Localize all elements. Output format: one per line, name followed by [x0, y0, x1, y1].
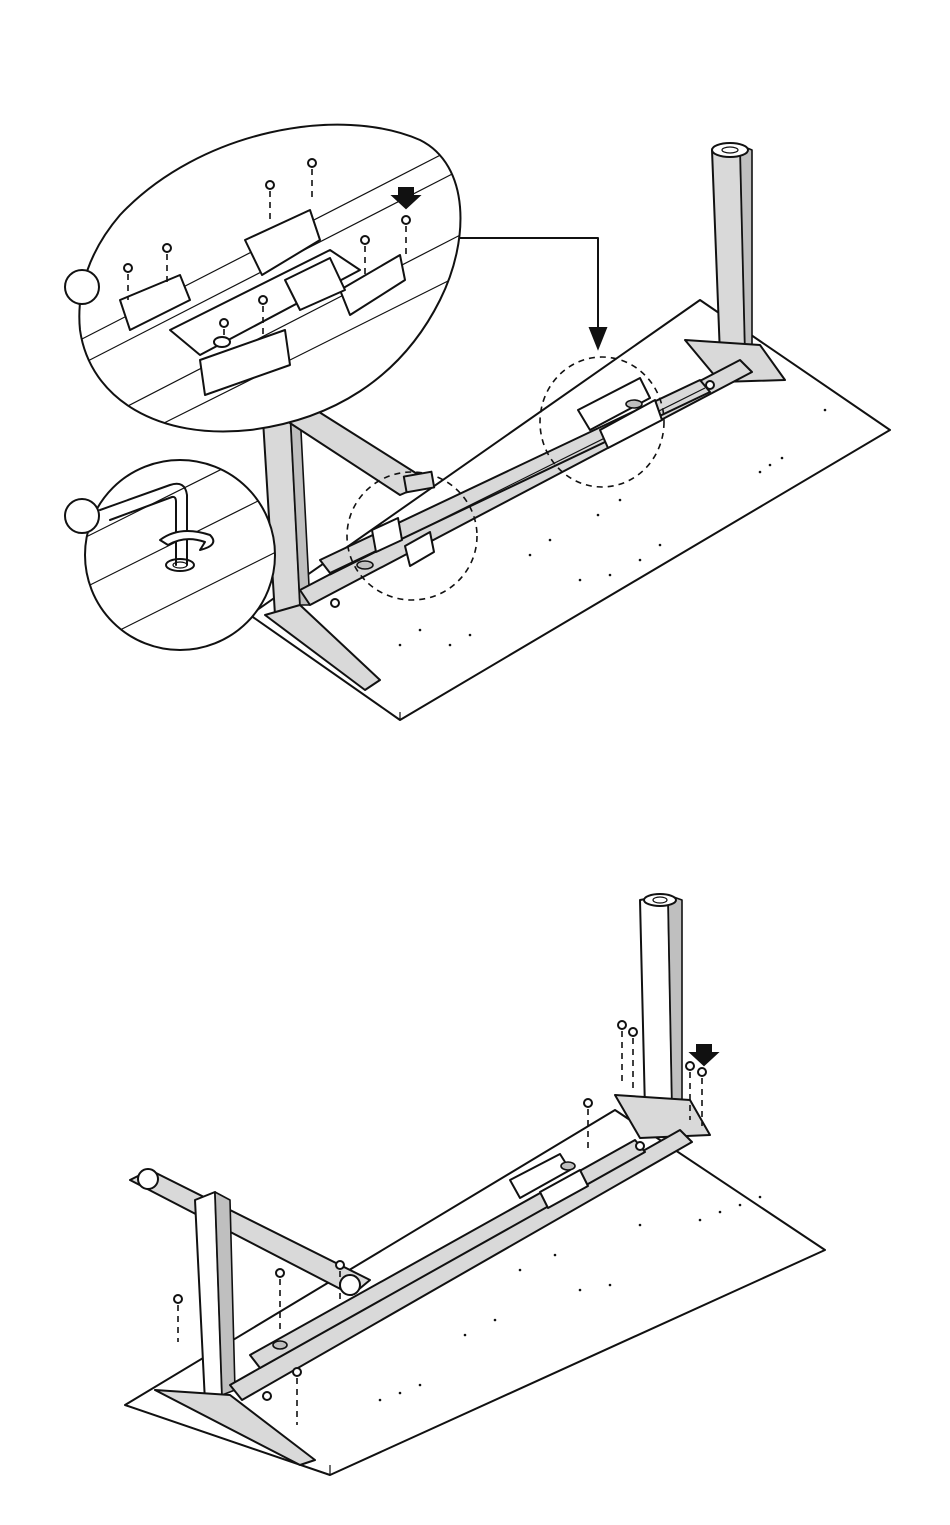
assembly-step-crossbar — [0, 0, 950, 760]
screw-icon — [618, 1021, 626, 1085]
callout-1 — [65, 270, 99, 304]
callout-2 — [65, 499, 99, 533]
pointer-line — [450, 238, 598, 330]
right-leg — [685, 143, 785, 382]
assembly-step-tabletop — [0, 760, 950, 1525]
screw-icon — [174, 1295, 182, 1342]
crossbar-illustration — [0, 0, 950, 760]
pointer-arrowhead — [590, 328, 606, 348]
inset-detail-1 — [79, 125, 470, 432]
screw-icon — [629, 1028, 637, 1090]
right-leg — [615, 894, 710, 1138]
tabletop-illustration — [0, 760, 950, 1525]
push-down-arrow-icon — [691, 1045, 717, 1065]
